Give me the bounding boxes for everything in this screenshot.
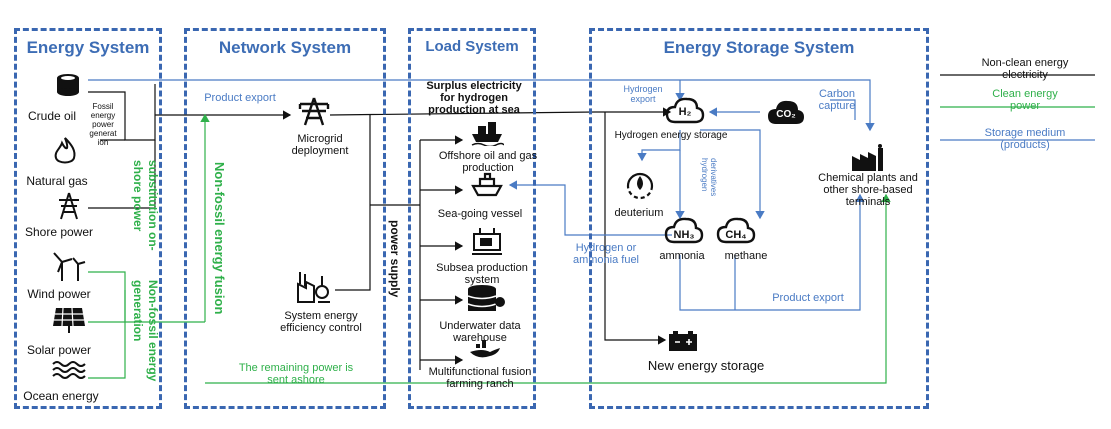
energy-system-title: Energy System [26, 38, 150, 57]
power-tower-icon [59, 192, 79, 220]
energy-storage-system-title: Energy Storage System [663, 38, 855, 57]
solar-power-label: Solar power [26, 343, 92, 357]
surplus-electricity-label: Surplus electricity for hydrogen product… [426, 80, 522, 116]
hydrogen-storage-label: Hydrogen energy storage [614, 130, 728, 141]
fossil-generation-label: Fossil energy power generat ion [89, 102, 117, 147]
gas-flame-icon [54, 137, 76, 164]
data-warehouse-label: Underwater data warehouse [439, 320, 521, 344]
energy-storage-system-box [589, 28, 929, 409]
data-warehouse-icon [467, 285, 505, 311]
load-system-box [408, 28, 536, 409]
battery-icon [669, 331, 697, 351]
carbon-capture-label: Carbon capture [818, 88, 856, 112]
microgrid-label: Microgrid deployment [291, 133, 349, 157]
product-export-label: Product export [204, 92, 276, 104]
vessel-label: Sea-going vessel [437, 208, 523, 220]
remaining-power-label: The remaining power is sent ashore [238, 362, 354, 386]
derivatives-hydrogen-label: derivatives hydrogen [700, 158, 718, 197]
nh3-text: NH₃ [673, 229, 695, 241]
substitution-label: substitution on-shore power [131, 160, 160, 251]
ch4-text: CH₄ [725, 229, 747, 241]
offshore-platform-icon [471, 122, 504, 146]
storage-product-export-label: Product export [772, 292, 844, 304]
energy-system-box [14, 28, 162, 409]
ch4-cloud-icon [716, 217, 756, 244]
methane-label: methane [724, 250, 768, 262]
ocean-wave-icon [52, 361, 86, 379]
network-system-title: Network System [218, 38, 352, 57]
h2-text: H₂ [678, 106, 692, 118]
new-energy-storage-label: New energy storage [647, 358, 765, 373]
h2-cloud-icon [665, 97, 705, 124]
wind-turbine-icon [53, 252, 86, 281]
legend-nonclean: Non-clean energy electricity [981, 57, 1069, 81]
legend-storage-medium: Storage medium (products) [984, 127, 1066, 151]
deuterium-label: deuterium [614, 207, 664, 219]
shore-power-label: Shore power [24, 225, 94, 239]
hydrogen-ammonia-fuel-label: Hydrogen or ammonia fuel [572, 242, 640, 266]
ammonia-label: ammonia [659, 250, 705, 262]
microgrid-tower-icon [298, 97, 330, 126]
nonfossil-generation-label: Non-fossil energy generation [131, 280, 160, 382]
vessel-icon [471, 172, 503, 197]
farming-ranch-icon [470, 340, 500, 358]
fusion-farming-label: Multifunctional fusion farming ranch [428, 366, 532, 390]
deuterium-icon [626, 172, 654, 200]
legend-clean: Clean energy power [992, 88, 1058, 112]
load-system-title: Load System [425, 38, 519, 55]
solar-panel-icon [53, 307, 85, 333]
hydrogen-export-label: Hydrogen export [623, 84, 663, 104]
offshore-production-label: Offshore oil and gas production [438, 150, 538, 174]
power-supply-label: power supply [388, 220, 402, 298]
crude-oil-label: Crude oil [27, 109, 77, 123]
efficiency-plant-icon [297, 272, 330, 303]
co2-text: CO₂ [776, 109, 796, 120]
subsea-system-icon [472, 228, 502, 255]
chemical-plant-icon [852, 144, 883, 171]
ocean-energy-label: Ocean energy [23, 389, 99, 403]
chemical-plants-label: Chemical plants and other shore-based te… [818, 172, 918, 208]
network-system-box [184, 28, 386, 409]
subsea-production-label: Subsea production system [436, 262, 528, 286]
fusion-label: Non-fossil energy fusion [212, 162, 227, 315]
efficiency-label: System energy efficiency control [280, 310, 362, 334]
wind-power-label: Wind power [27, 287, 91, 301]
co2-cloud-icon [768, 100, 804, 124]
natural-gas-label: Natural gas [26, 174, 88, 188]
nh3-cloud-icon [664, 217, 704, 244]
oil-barrel-icon [57, 74, 79, 96]
